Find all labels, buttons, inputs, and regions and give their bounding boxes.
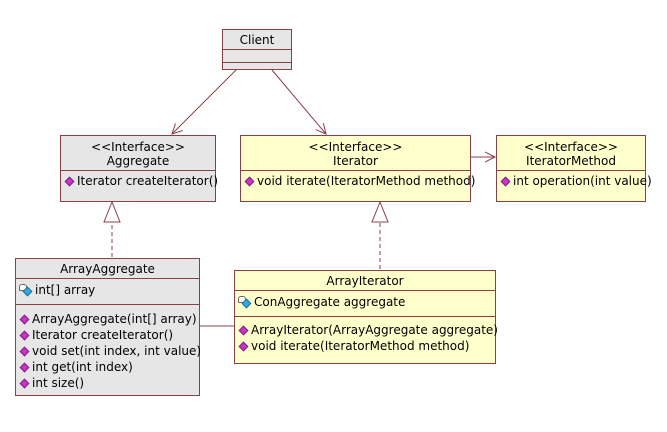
method-row: Iterator createIterator() <box>19 327 196 343</box>
method-row: void iterate(IteratorMethod method) <box>238 338 492 354</box>
arrayiterator-methods-section: ArrayIterator(ArrayAggregate aggregate) … <box>235 317 498 356</box>
arrayaggregate-realization-triangle <box>103 200 121 223</box>
method-row: void iterate(IteratorMethod method) <box>244 173 475 189</box>
client-attributes-section <box>223 50 291 63</box>
arrayaggregate-name: ArrayAggregate <box>16 259 199 279</box>
client-to-iterator-arrow <box>271 69 326 134</box>
arrayaggregate-class[interactable]: ArrayAggregate int[] array ArrayAggregat… <box>15 258 201 396</box>
arrayaggregate-methods-section: ArrayAggregate(int[] array) Iterator cre… <box>16 305 201 393</box>
method-row: int operation(int value) <box>500 173 652 189</box>
public-method-icon <box>19 346 30 356</box>
client-methods-section <box>223 63 291 73</box>
public-method-icon <box>19 330 30 340</box>
public-method-icon <box>19 378 30 388</box>
public-method-icon <box>64 176 75 186</box>
method-signature: void iterate(IteratorMethod method) <box>251 339 470 353</box>
method-signature: ArrayAggregate(int[] array) <box>32 312 197 326</box>
arrayaggregate-attributes-section: int[] array <box>16 279 199 305</box>
public-method-icon <box>244 176 255 186</box>
method-row: ArrayIterator(ArrayAggregate aggregate) <box>238 322 498 338</box>
method-signature: int operation(int value) <box>513 174 652 188</box>
method-signature: void iterate(IteratorMethod method) <box>257 174 476 188</box>
method-row: int size() <box>19 375 196 391</box>
aggregate-name: Aggregate <box>106 154 170 168</box>
attribute-row: ConAggregate aggregate <box>238 294 492 310</box>
arrayiterator-name: ArrayIterator <box>235 271 495 291</box>
iterator-methods-section: void iterate(IteratorMethod method) <box>241 171 475 191</box>
public-method-icon <box>238 341 249 351</box>
method-signature: int get(int index) <box>32 360 133 374</box>
iteratormethod-interface[interactable]: <<Interface>> IteratorMethod int operati… <box>496 135 652 202</box>
iterator-interface[interactable]: <<Interface>> Iterator void iterate(Iter… <box>240 135 475 202</box>
client-name: Client <box>223 30 291 50</box>
aggregate-methods-section: Iterator createIterator() <box>61 171 218 191</box>
aggregate-interface[interactable]: <<Interface>> Aggregate Iterator createI… <box>60 135 218 202</box>
public-method-icon <box>500 176 511 186</box>
client-class[interactable]: Client <box>222 29 292 70</box>
iteratormethod-name: IteratorMethod <box>526 154 616 168</box>
aggregate-stereotype: <<Interface>> <box>91 140 185 154</box>
method-row: int get(int index) <box>19 359 196 375</box>
iterator-stereotype: <<Interface>> <box>308 140 403 154</box>
arrayiterator-attributes-section: ConAggregate aggregate <box>235 291 495 317</box>
public-method-icon <box>238 325 249 335</box>
method-signature: int size() <box>32 376 85 390</box>
private-attribute-icon <box>238 296 252 309</box>
method-row: Iterator createIterator() <box>64 173 218 189</box>
arrayiterator-class[interactable]: ArrayIterator ConAggregate aggregate Arr… <box>234 270 498 364</box>
public-method-icon <box>19 314 30 324</box>
private-attribute-icon <box>19 284 33 297</box>
method-row: ArrayAggregate(int[] array) <box>19 311 197 327</box>
method-signature: Iterator createIterator() <box>77 174 219 188</box>
client-to-aggregate-arrow <box>172 69 237 134</box>
method-signature: Iterator createIterator() <box>32 328 174 342</box>
method-row: void set(int index, int value) <box>19 343 201 359</box>
iterator-name: Iterator <box>333 154 378 168</box>
attribute-signature: int[] array <box>35 283 96 297</box>
arrayiterator-realization-triangle <box>371 200 389 223</box>
iteratormethod-stereotype: <<Interface>> <box>524 140 618 154</box>
method-signature: void set(int index, int value) <box>32 344 202 358</box>
attribute-signature: ConAggregate aggregate <box>254 295 406 309</box>
iteratormethod-methods-section: int operation(int value) <box>497 171 652 191</box>
method-signature: ArrayIterator(ArrayAggregate aggregate) <box>251 323 498 337</box>
public-method-icon <box>19 362 30 372</box>
attribute-row: int[] array <box>19 282 196 298</box>
